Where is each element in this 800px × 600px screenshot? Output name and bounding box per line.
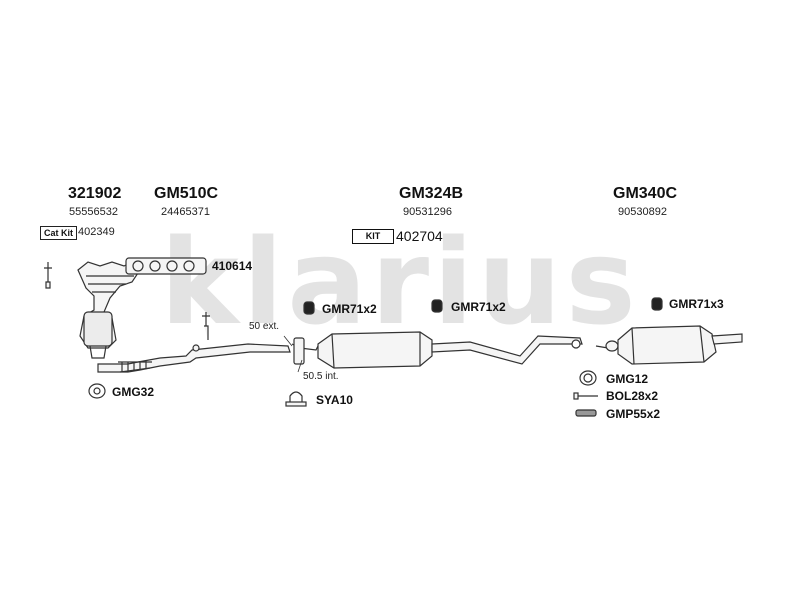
note-ext: 50 ext. [249, 321, 280, 332]
kit-badge: KIT [352, 229, 394, 244]
catkit-badge: Cat Kit [40, 226, 77, 240]
hanger-icon-c [651, 297, 663, 311]
lambda-sensor-right [202, 312, 210, 340]
bolt-bol-icon [573, 392, 598, 400]
oe-number-24465371: 24465371 [161, 206, 210, 218]
note-int: 50.5 int. [303, 371, 339, 382]
part-code-321902: 321902 [68, 185, 122, 202]
gasket-set-number: 410614 [212, 259, 253, 273]
part-label-gmg12: GMG12 [606, 372, 649, 386]
kit-number: 402704 [396, 228, 443, 244]
intermediate-pipe-part [431, 335, 583, 365]
hanger-label-b: GMR71x2 [451, 300, 506, 314]
part-code-gm510c: GM510C [154, 185, 219, 202]
centre-silencer-part [317, 331, 433, 369]
tailpipe-part [711, 333, 743, 345]
part-label-bol: BOL28x2 [606, 389, 659, 403]
hanger-label-a: GMR71x2 [322, 302, 377, 316]
part-code-gm324b: GM324B [399, 185, 464, 202]
oe-number-55556532: 55556532 [69, 206, 118, 218]
brand-watermark: klarius [160, 222, 640, 342]
oe-number-90530892: 90530892 [618, 206, 667, 218]
part-label-gmg32: GMG32 [112, 385, 155, 399]
rear-silencer-part [617, 325, 717, 365]
hanger-label-c: GMR71x3 [669, 297, 724, 311]
lambda-sensor-left [44, 262, 52, 289]
hanger-icon-b [431, 299, 443, 313]
catkit-number: 402349 [78, 226, 115, 238]
clamp-gmp-icon [575, 409, 597, 417]
part-label-sya10: SYA10 [316, 393, 353, 407]
gasket-gmg12-icon [579, 370, 597, 386]
oe-number-90531296: 90531296 [403, 206, 452, 218]
part-code-gm340c: GM340C [613, 185, 678, 202]
clamp-sya10-icon [285, 391, 307, 407]
gasket-gmg32-icon [88, 383, 106, 399]
manifold-gasket-part [125, 257, 207, 275]
part-label-gmp: GMP55x2 [606, 407, 661, 421]
hanger-icon-a [303, 301, 315, 315]
